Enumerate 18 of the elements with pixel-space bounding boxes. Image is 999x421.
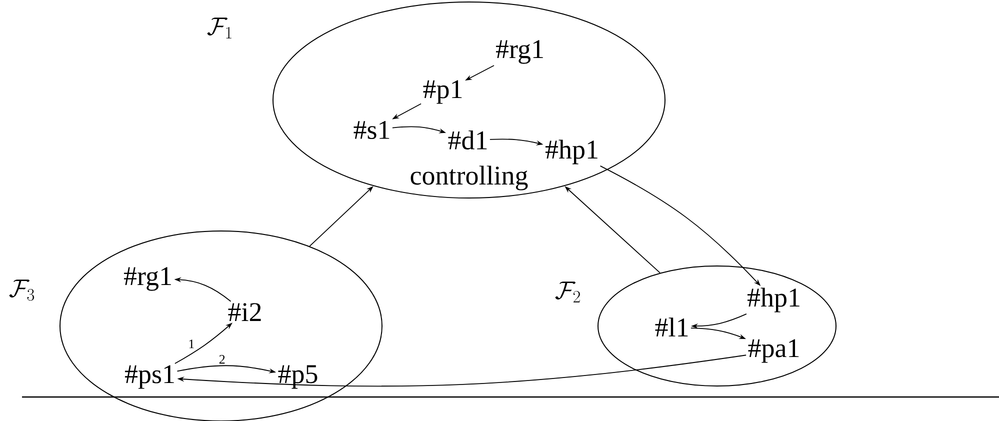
element-label: #p5 [278,365,318,389]
element-label: #rg1 [496,40,543,64]
element-label: #rg1 [124,267,171,291]
element-label: #hp1 [546,140,598,164]
set-caption: controlling [410,166,528,190]
edge-label: 1 [189,340,194,348]
set-label: $\mathcal{F}_2$ [555,282,580,302]
element-label: #hp1 [748,288,800,312]
edge-label: 2 [219,354,225,364]
element-label: #pa1 [748,339,799,363]
element-label: #l1 [655,318,688,336]
element-label: #p1 [423,80,462,104]
element-label: #i2 [228,303,261,321]
set-label: $\mathcal{F}_1$ [207,18,232,38]
set-label: $\mathcal{F}_3$ [9,280,34,301]
element-label: #s1 [354,120,390,140]
element-label: #ps1 [124,365,174,389]
element-label: #d1 [448,130,487,150]
